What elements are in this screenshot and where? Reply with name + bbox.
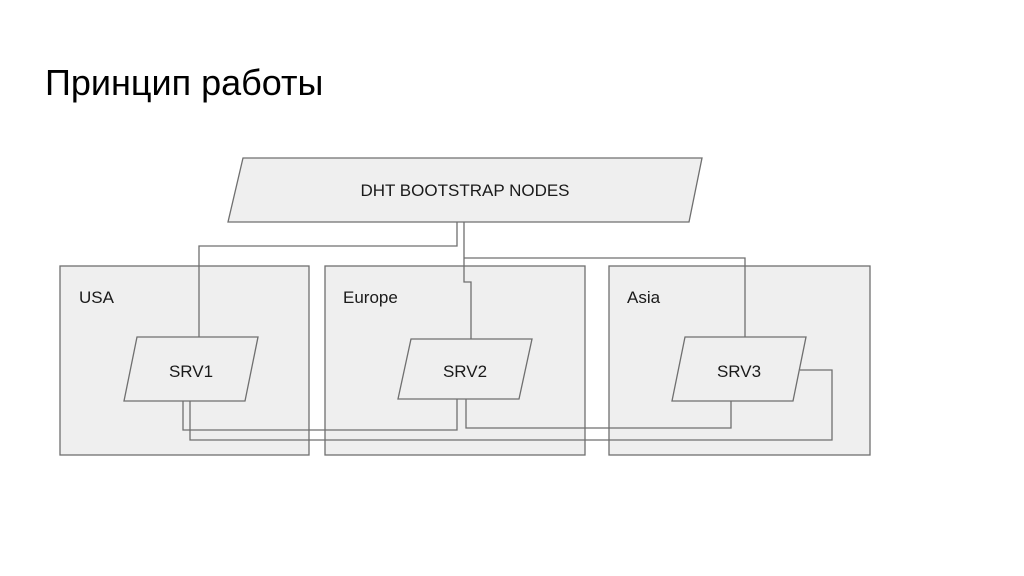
connector-srv1-srv3 bbox=[189, 369, 833, 441]
connector-srv1-srv2 bbox=[182, 399, 458, 431]
bootstrap-nodes-label: DHT BOOTSTRAP NODES bbox=[360, 181, 569, 200]
connector-bootstrap-srv2 bbox=[463, 222, 472, 339]
server-shape-srv3 bbox=[671, 336, 807, 402]
server-shape-srv1 bbox=[123, 336, 259, 402]
server-shape-srv2 bbox=[397, 338, 533, 400]
region-label-asia: Asia bbox=[627, 288, 661, 307]
server-label-srv1: SRV1 bbox=[169, 362, 213, 381]
slide-title: Принцип работы bbox=[45, 62, 324, 103]
connector-bootstrap-srv3 bbox=[464, 257, 746, 337]
bootstrap-nodes-shape bbox=[227, 157, 703, 223]
region-label-europe: Europe bbox=[343, 288, 398, 307]
connector-bootstrap-srv1 bbox=[198, 222, 458, 337]
connector-srv2-srv3 bbox=[465, 399, 732, 429]
region-label-usa: USA bbox=[79, 288, 115, 307]
server-label-srv3: SRV3 bbox=[717, 362, 761, 381]
server-label-srv2: SRV2 bbox=[443, 362, 487, 381]
